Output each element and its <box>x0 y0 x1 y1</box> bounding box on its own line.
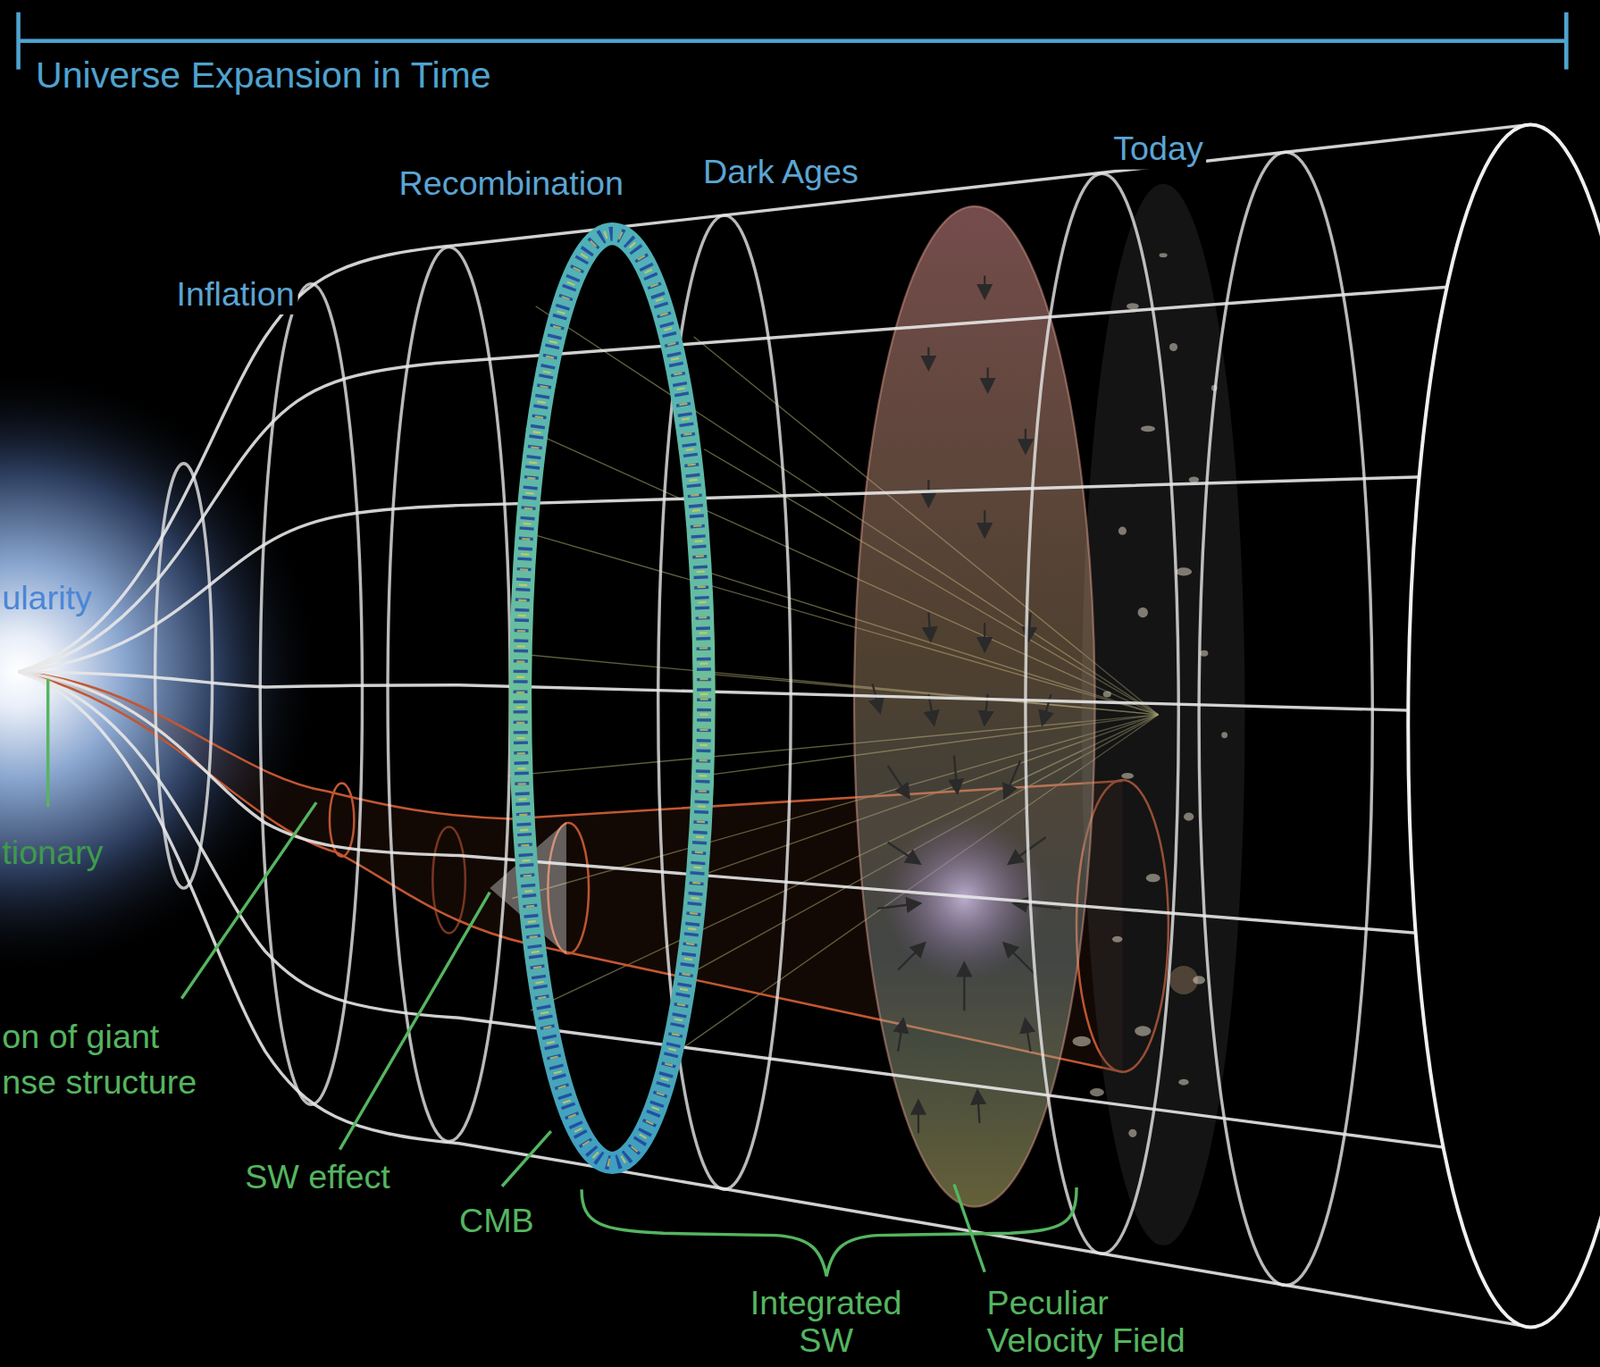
callout-label: Integrated SW <box>737 1283 916 1359</box>
callout-label: nse structure <box>1 1061 197 1102</box>
callout-label: Peculiar Velocity Field <box>987 1283 1207 1359</box>
era-label: Recombination <box>395 163 627 204</box>
era-label: Inflation <box>173 273 298 314</box>
diagram-title: Universe Expansion in Time <box>35 52 492 97</box>
era-label: ularity <box>1 578 93 619</box>
era-label: Today <box>1110 128 1207 169</box>
callout-label: SW effect <box>244 1156 391 1198</box>
callout-label: on of giant <box>1 1016 160 1057</box>
callout-label: CMB <box>459 1200 535 1241</box>
callout-label: tionary <box>1 831 103 872</box>
era-label: Dark Ages <box>700 150 863 192</box>
